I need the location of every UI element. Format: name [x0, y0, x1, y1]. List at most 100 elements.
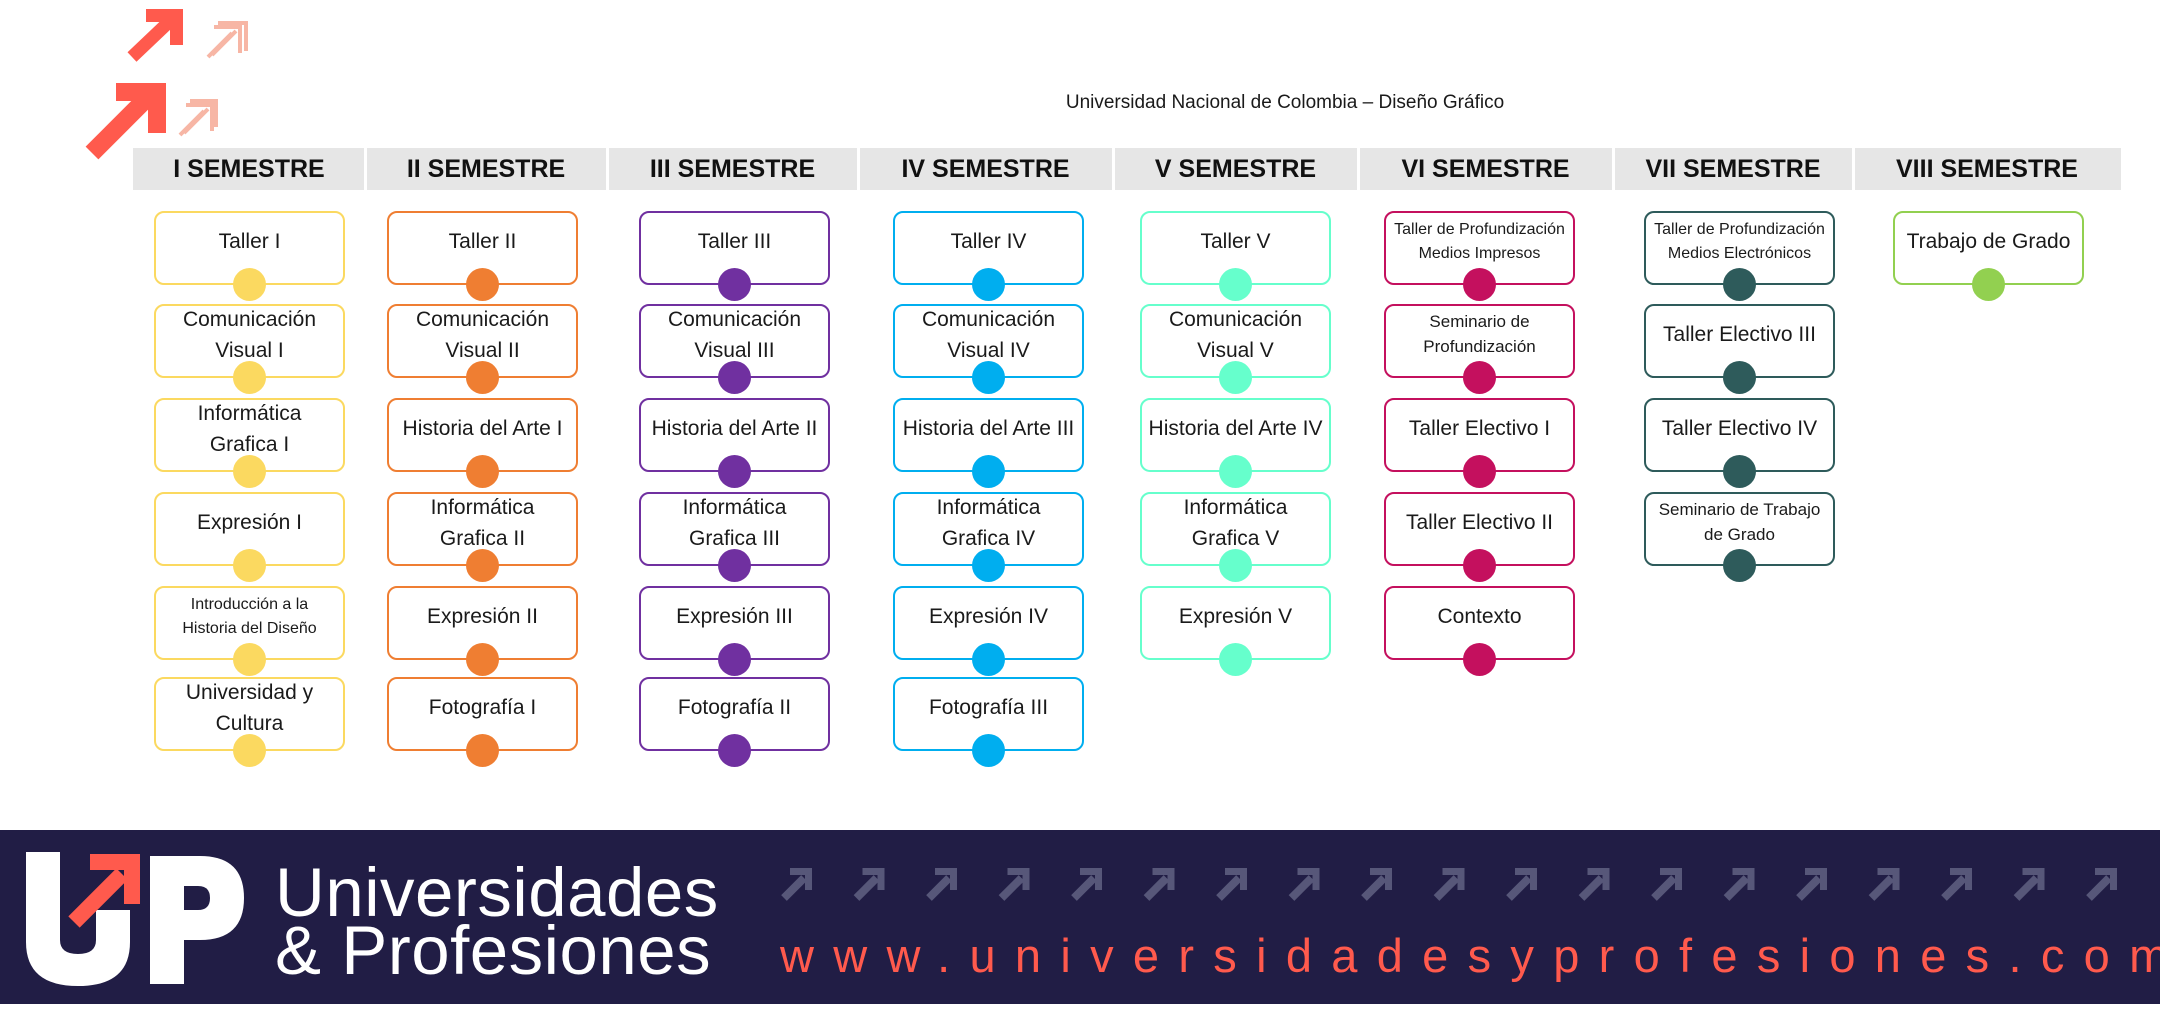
course-label: Taller V [1200, 230, 1271, 254]
course-box[interactable]: Informática Grafica IV [893, 492, 1084, 582]
course-box[interactable]: Comunicación Visual V [1140, 304, 1331, 394]
course-box[interactable]: Expresión II [387, 586, 578, 676]
course-label: Comunicación Visual I [182, 307, 317, 363]
course-dot-icon [972, 734, 1005, 767]
course-box[interactable]: Expresión V [1140, 586, 1331, 676]
course-dot-icon [1463, 455, 1496, 488]
course-box[interactable]: Taller Electivo II [1384, 492, 1575, 582]
course-box[interactable]: Fotografía I [387, 677, 578, 767]
course-label: Contexto [1437, 605, 1522, 629]
arrow-icon [1361, 868, 1392, 901]
semester-header: I SEMESTRE [173, 155, 325, 183]
arrow-icon [1071, 868, 1102, 901]
arrow-large-icon [85, 83, 166, 160]
header-separator [364, 148, 367, 190]
course-dot-icon [233, 361, 266, 394]
course-box[interactable]: Historia del Arte I [387, 398, 578, 488]
course-label: Comunicación Visual II [415, 307, 550, 363]
course-dot-icon [1219, 549, 1252, 582]
course-label: Fotografía II [677, 696, 792, 720]
course-box[interactable]: Taller II [387, 211, 578, 301]
header-separator [1612, 148, 1615, 190]
footer-banner: Universidades & Profesiones www.universi… [0, 830, 2160, 1004]
course-dot-icon [1463, 549, 1496, 582]
header-separator [1852, 148, 1855, 190]
course-box[interactable]: Universidad y Cultura [154, 677, 345, 767]
arrow-icon [853, 868, 885, 901]
course-box[interactable]: Seminario de Profundización [1384, 304, 1575, 394]
course-box[interactable]: Comunicación Visual IV [893, 304, 1084, 394]
course-label: Taller I [218, 230, 281, 254]
course-label: Comunicación Visual V [1168, 307, 1303, 363]
course-dot-icon [718, 549, 751, 582]
course-box[interactable]: Trabajo de Grado [1893, 211, 2084, 301]
course-label: Taller Electivo III [1663, 323, 1816, 347]
course-box[interactable]: Seminario de Trabajo de Grado [1644, 492, 1835, 582]
course-box[interactable]: Informática Grafica II [387, 492, 578, 582]
course-box[interactable]: Comunicación Visual II [387, 304, 578, 394]
course-dot-icon [718, 361, 751, 394]
course-box[interactable]: Comunicación Visual I [154, 304, 345, 394]
course-box[interactable]: Expresión IV [893, 586, 1084, 676]
course-box[interactable]: Informática Grafica III [639, 492, 830, 582]
semester-header: IV SEMESTRE [901, 155, 1070, 183]
course-dot-icon [1723, 455, 1756, 488]
brand-name-line2: & Profesiones [275, 912, 712, 989]
decorative-arrow-row [781, 868, 2117, 901]
course-box[interactable]: Historia del Arte II [639, 398, 830, 488]
course-dot-icon [1463, 643, 1496, 676]
course-dot-icon [466, 455, 499, 488]
course-box[interactable]: Taller Electivo I [1384, 398, 1575, 488]
page-title: Universidad Nacional de Colombia – Diseñ… [1065, 92, 1505, 113]
course-label: Informática Grafica V [1183, 495, 1288, 551]
course-box[interactable]: Taller de Profundización Medios Impresos [1384, 211, 1575, 301]
semester-header: III SEMESTRE [649, 155, 816, 183]
course-box[interactable]: Informática Grafica I [154, 398, 345, 488]
course-label: Expresión IV [928, 605, 1049, 629]
course-label: Expresión I [196, 511, 303, 535]
arrow-icon [1288, 868, 1320, 901]
semester-header: V SEMESTRE [1154, 155, 1317, 183]
course-dot-icon [1463, 268, 1496, 301]
course-box[interactable]: Expresión III [639, 586, 830, 676]
arrow-icon [1796, 868, 1827, 901]
course-box[interactable]: Historia del Arte III [893, 398, 1084, 488]
course-label: Taller Electivo I [1408, 417, 1551, 441]
up-logo [26, 852, 244, 986]
arrow-icon [1578, 868, 1610, 901]
course-box[interactable]: Taller III [639, 211, 830, 301]
course-label: Taller de Profundización Medios Impresos [1394, 221, 1565, 262]
semester-header: VII SEMESTRE [1645, 155, 1821, 183]
semester-header: VI SEMESTRE [1401, 155, 1570, 183]
course-label: Comunicación Visual IV [921, 307, 1056, 363]
course-box[interactable]: Taller I [154, 211, 345, 301]
course-box[interactable]: Taller de Profundización Medios Electrón… [1644, 211, 1835, 301]
course-label: Informática Grafica I [197, 401, 302, 457]
course-box[interactable]: Taller IV [893, 211, 1084, 301]
course-label: Taller Electivo IV [1661, 417, 1818, 441]
arrow-icon [1143, 868, 1175, 901]
course-box[interactable]: Historia del Arte IV [1140, 398, 1331, 488]
course-label: Informática Grafica IV [936, 495, 1041, 551]
course-label: Universidad y Cultura [185, 680, 314, 736]
website-url[interactable]: www.universidadesyprofesiones.com [780, 929, 2160, 982]
header-separator [1357, 148, 1360, 190]
course-dot-icon [466, 734, 499, 767]
course-box[interactable]: Fotografía III [893, 677, 1084, 767]
course-box[interactable]: Taller Electivo III [1644, 304, 1835, 394]
course-box[interactable]: Comunicación Visual III [639, 304, 830, 394]
course-box[interactable]: Expresión I [154, 492, 345, 582]
course-box[interactable]: Introducción a la Historia del Diseño [154, 586, 345, 676]
course-dot-icon [1219, 268, 1252, 301]
course-box[interactable]: Informática Grafica V [1140, 492, 1331, 582]
course-box[interactable]: Taller Electivo IV [1644, 398, 1835, 488]
course-box[interactable]: Contexto [1384, 586, 1575, 676]
course-label: Taller Electivo II [1405, 511, 1554, 535]
course-dot-icon [972, 268, 1005, 301]
course-box[interactable]: Taller V [1140, 211, 1331, 301]
semester-header: VIII SEMESTRE [1896, 155, 2078, 183]
course-dot-icon [466, 549, 499, 582]
course-dot-icon [233, 734, 266, 767]
course-box[interactable]: Fotografía II [639, 677, 830, 767]
course-dot-icon [1723, 361, 1756, 394]
